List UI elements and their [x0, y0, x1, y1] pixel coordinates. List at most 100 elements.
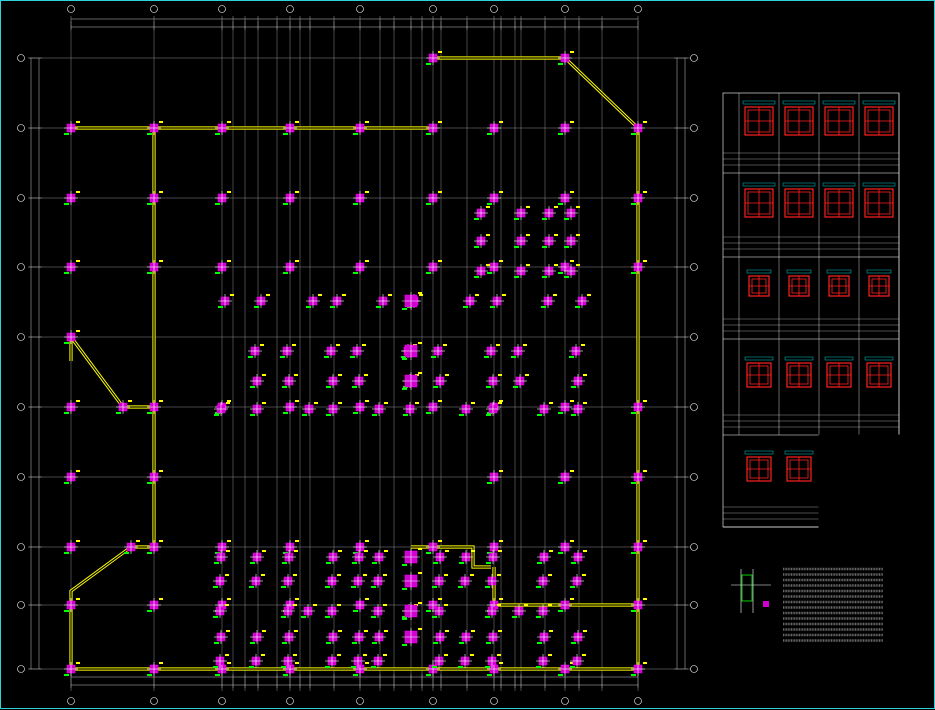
column-tag	[338, 630, 342, 632]
column-tag	[499, 598, 503, 600]
column-tag	[526, 264, 530, 266]
column-tag	[536, 666, 541, 668]
section-dim	[782, 182, 816, 187]
column-tag	[471, 550, 475, 552]
column-tag	[215, 133, 220, 135]
column-tag	[372, 642, 377, 644]
column-tag	[365, 598, 369, 600]
column-tag	[248, 356, 253, 358]
column-tag	[213, 616, 218, 618]
column-tag	[470, 574, 474, 576]
column-tag	[352, 642, 357, 644]
column-tag	[431, 356, 436, 358]
column-tag	[444, 654, 448, 656]
column-tag	[376, 306, 381, 308]
column-tag	[542, 246, 547, 248]
column-tag	[147, 203, 152, 205]
column-tag	[295, 540, 299, 542]
column-tag	[549, 550, 553, 552]
column-tag	[306, 306, 311, 308]
column-tag	[542, 276, 547, 278]
column-tag	[536, 586, 541, 588]
axis-bubble	[429, 5, 437, 13]
column-tag	[548, 574, 552, 576]
column-tag	[215, 674, 220, 676]
column-tag	[484, 356, 489, 358]
axis-bubble	[690, 54, 698, 62]
column-schedule-table	[722, 92, 900, 528]
column-tag	[225, 654, 229, 656]
column-tag	[214, 642, 219, 644]
column-tag	[458, 666, 463, 668]
column-tag	[250, 562, 255, 564]
column-tag	[511, 356, 516, 358]
column-tag	[549, 630, 553, 632]
column-tag	[486, 386, 491, 388]
column-tag	[486, 234, 490, 236]
column-tag	[383, 574, 387, 576]
column-tag	[426, 412, 431, 414]
column-tag	[418, 342, 422, 344]
column-tag	[213, 586, 218, 588]
axis-bubble	[561, 697, 569, 705]
column-tag	[388, 294, 392, 296]
column-tag	[643, 191, 647, 193]
column-tag	[254, 306, 259, 308]
column-tag	[64, 674, 69, 676]
column-tag	[525, 374, 529, 376]
column-layer	[64, 51, 647, 676]
axis-bubble	[67, 5, 75, 13]
column-tag	[631, 674, 636, 676]
column-tag	[353, 133, 358, 135]
axis-bubble	[356, 697, 364, 705]
column-tag	[362, 344, 366, 346]
column-tag	[295, 400, 299, 402]
axis-bubble	[17, 194, 25, 202]
column-tag	[225, 574, 229, 576]
section-dim	[784, 356, 814, 361]
column-tag	[326, 642, 331, 644]
column-tag	[372, 562, 377, 564]
column-tag	[426, 133, 431, 135]
column-tag	[124, 552, 129, 554]
column-tag	[302, 414, 307, 416]
column-tag	[537, 642, 542, 644]
column-tag	[266, 294, 270, 296]
column-tag	[64, 203, 69, 205]
column-tag	[365, 400, 369, 402]
section-dim	[742, 182, 776, 187]
column-tag	[249, 586, 254, 588]
column-tag	[438, 540, 442, 542]
column-tag	[643, 470, 647, 472]
column-tag	[261, 574, 265, 576]
column-tag	[512, 616, 517, 618]
column-tag	[225, 604, 229, 606]
axis-bubble	[690, 543, 698, 551]
column-tag	[402, 388, 407, 390]
column-tag	[147, 610, 152, 612]
column-tag	[353, 610, 358, 612]
section-dim	[866, 269, 892, 274]
column-tag	[337, 604, 341, 606]
axis-bubble	[17, 601, 25, 609]
column-tag	[402, 616, 407, 618]
column-tag	[230, 294, 234, 296]
column-tag	[438, 51, 442, 53]
column-tag	[487, 133, 492, 135]
column-tag	[558, 272, 563, 274]
column-tag	[432, 616, 437, 618]
column-tag	[64, 412, 69, 414]
column-tag	[147, 412, 152, 414]
column-tag	[498, 402, 502, 404]
column-tag	[570, 191, 574, 193]
column-tag	[497, 574, 501, 576]
column-tag	[487, 482, 492, 484]
column-tag	[558, 412, 563, 414]
column-tag	[213, 666, 218, 668]
column-tag	[445, 374, 449, 376]
column-tag	[513, 386, 518, 388]
section-dim	[782, 100, 816, 105]
column-tag	[459, 414, 464, 416]
column-tag	[631, 610, 636, 612]
